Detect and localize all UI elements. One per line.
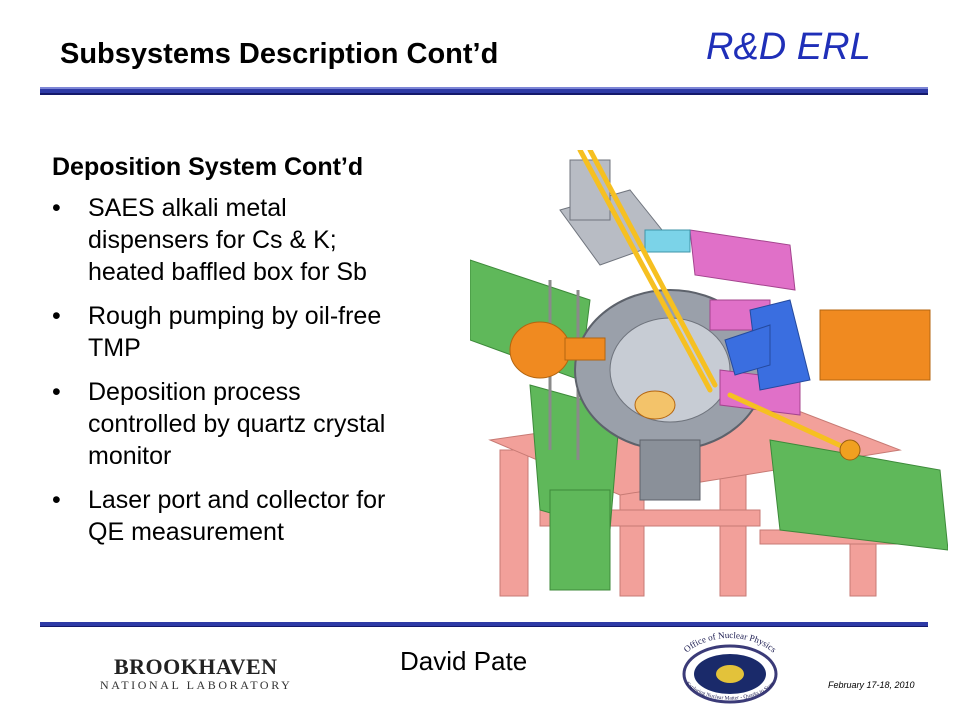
bullet-item: • Rough pumping by oil-free TMP <box>52 300 472 364</box>
presenter-name: David Pate <box>400 646 528 676</box>
laser-beam <box>577 150 853 453</box>
bullet-line: Deposition process <box>88 378 301 406</box>
bullet-list: • SAES alkali metal dispensers for Cs & … <box>52 192 472 560</box>
section-heading: Deposition System Cont’d <box>52 153 364 181</box>
collector-port <box>839 439 861 461</box>
bullet-marker: • <box>52 194 61 222</box>
bullet-item: • Deposition process controlled by quart… <box>52 376 472 472</box>
office-of-nuclear-physics-logo: Office of Nuclear Physics Exploring Nucl… <box>682 632 779 704</box>
bullet-line: SAES alkali metal <box>88 194 287 222</box>
bullet-line: Rough pumping by oil-free <box>88 302 382 330</box>
bullet-line: QE measurement <box>88 518 284 546</box>
bnl-logo-name: BROOKHAVEN <box>114 654 278 679</box>
bullet-line: controlled by quartz crystal <box>88 410 386 438</box>
bullet-line: dispensers for Cs & K; <box>88 226 337 254</box>
brookhaven-logo: BROOKHAVEN NATIONAL LABORATORY <box>100 650 290 696</box>
bullet-item: • Laser port and collector for QE measur… <box>52 484 472 548</box>
bullet-line: monitor <box>88 442 172 470</box>
presentation-date: February 17-18, 2010 <box>828 680 915 690</box>
top-divider <box>40 87 928 95</box>
brand-title: R&D ERL <box>706 26 871 68</box>
orange-components <box>509 309 931 420</box>
cyan-flange <box>644 229 691 253</box>
bullet-line: TMP <box>88 334 141 362</box>
bnl-logo-subtitle: NATIONAL LABORATORY <box>100 678 293 692</box>
slide-title: Subsystems Description Cont’d <box>60 38 499 70</box>
bullet-item: • SAES alkali metal dispensers for Cs & … <box>52 192 472 288</box>
blue-components <box>724 299 811 391</box>
bullet-line: Laser port and collector for <box>88 486 386 514</box>
bullet-marker: • <box>52 378 61 406</box>
deposition-system-cad-image <box>470 150 948 597</box>
bullet-marker: • <box>52 302 61 330</box>
bullet-line: heated baffled box for Sb <box>88 258 367 286</box>
bullet-marker: • <box>52 486 61 514</box>
bottom-divider <box>40 622 928 627</box>
